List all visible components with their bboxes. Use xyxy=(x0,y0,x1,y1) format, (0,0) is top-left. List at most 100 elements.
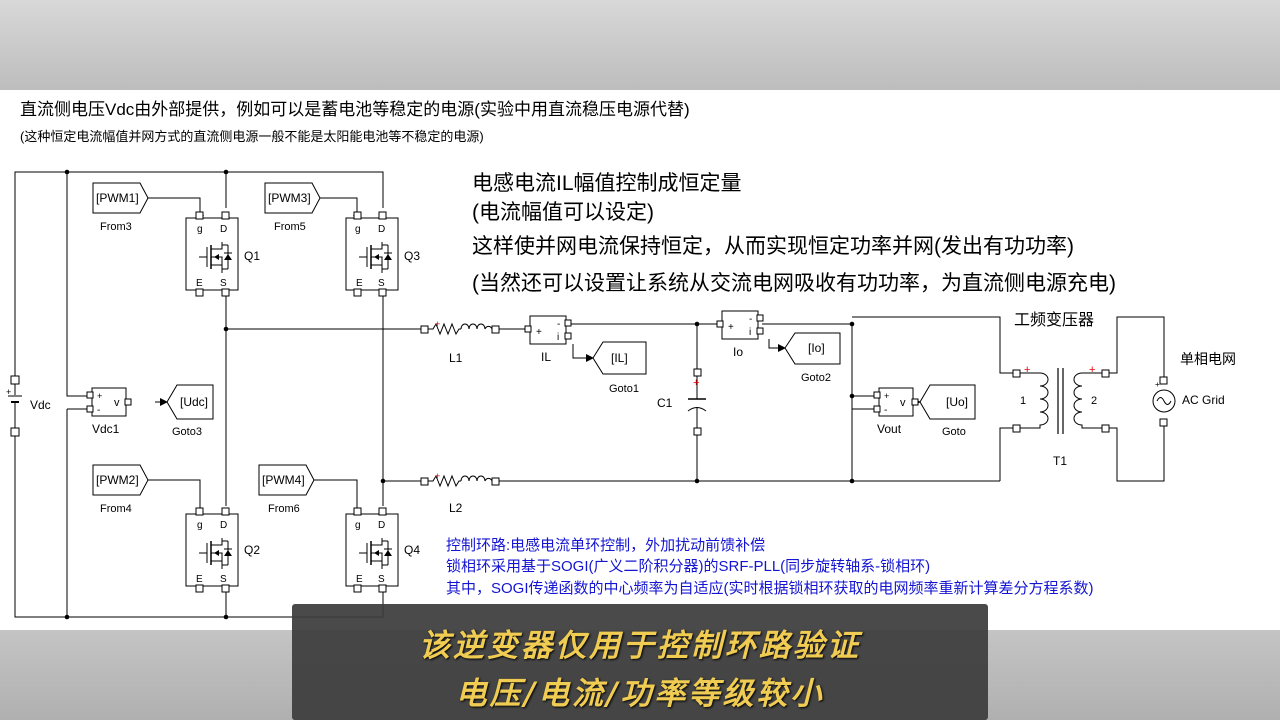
emitter-label: E xyxy=(356,278,363,289)
annotation-line-4: (当然还可以设置让系统从交流电网吸收有功功率，为直流侧电源充电) xyxy=(472,272,1116,295)
gate-label: g xyxy=(355,224,361,235)
minus-sign: - xyxy=(557,319,560,330)
minus-sign: - xyxy=(884,405,887,416)
goto-block-udc[interactable]: [Udc] Goto3 xyxy=(166,384,214,438)
winding-2-label: 2 xyxy=(1091,395,1097,407)
top-blurred-band xyxy=(0,0,1280,90)
v-sign: v xyxy=(900,397,906,409)
from-tag: [PWM1] xyxy=(96,191,139,205)
control-note-2: 锁相环采用基于SOGI(广义二阶积分器)的SRF-PLL(同步旋转轴系-锁相环) xyxy=(446,558,930,575)
from-block-pwm4[interactable]: [PWM4] From6 xyxy=(258,464,315,515)
from-name: From6 xyxy=(268,503,300,515)
ac-grid-label: AC Grid xyxy=(1182,393,1225,407)
transformer-t1[interactable]: + + 1 2 T1 xyxy=(1012,364,1110,468)
i-sign: i xyxy=(749,327,751,338)
source-label: S xyxy=(378,278,385,289)
drain-label: D xyxy=(220,224,227,235)
voltage-meter-vout[interactable]: + - v Vout xyxy=(873,387,919,436)
goto-name: Goto xyxy=(942,426,966,438)
plus-sign: + xyxy=(728,322,734,333)
mosfet-name: Q4 xyxy=(404,543,420,557)
goto-name: Goto3 xyxy=(172,426,202,438)
source-label: S xyxy=(220,278,227,289)
goto-tag: [Udc] xyxy=(180,395,208,409)
vdc-source[interactable]: + Vdc xyxy=(6,375,51,437)
transformer-title: 工频变压器 xyxy=(1014,311,1094,329)
header-line-1: 直流侧电压Vdc由外部提供，例如可以是蓄电池等稳定的电源(实验中用直流稳压电源代… xyxy=(20,100,690,119)
c1-label: C1 xyxy=(657,396,673,410)
from-tag: [PWM4] xyxy=(262,473,305,487)
from-block-pwm3[interactable]: [PWM3] From5 xyxy=(264,182,321,233)
goto-name: Goto2 xyxy=(801,372,831,384)
i-sign: i xyxy=(557,332,559,343)
minus-sign: - xyxy=(97,405,100,416)
mosfet-name: Q1 xyxy=(244,249,260,263)
vdc-label: Vdc xyxy=(30,398,51,412)
t1-label: T1 xyxy=(1053,454,1067,468)
polarity-mark: + xyxy=(1089,364,1095,376)
goto-block-io[interactable]: [Io] Goto2 xyxy=(784,332,841,384)
goto-name: Goto1 xyxy=(609,383,639,395)
vdc1-label: Vdc1 xyxy=(92,422,120,436)
goto-tag: [Io] xyxy=(808,341,825,355)
polarity-mark: + xyxy=(435,471,440,481)
io-label: Io xyxy=(733,345,743,359)
vdc-plus-sign: + xyxy=(6,387,11,397)
grid-title: 单相电网 xyxy=(1180,351,1236,367)
from-block-pwm2[interactable]: [PWM2] From4 xyxy=(92,464,149,515)
from-name: From5 xyxy=(274,221,306,233)
l2-label: L2 xyxy=(449,501,463,515)
source-label: S xyxy=(220,574,227,585)
subtitle-caption: 该逆变器仅用于控制环路验证 电压/电流/功率等级较小 xyxy=(292,604,988,720)
polarity-mark: + xyxy=(1024,364,1030,376)
from-name: From3 xyxy=(100,221,132,233)
caption-line-1: 该逆变器仅用于控制环路验证 xyxy=(419,628,861,664)
from-tag: [PWM2] xyxy=(96,473,139,487)
ac-grid-source[interactable]: + AC Grid xyxy=(1152,376,1225,427)
current-meter-io[interactable]: + - i Io xyxy=(716,310,764,359)
vout-label: Vout xyxy=(877,422,902,436)
mosfet-name: Q3 xyxy=(404,249,420,263)
l1-label: L1 xyxy=(449,351,463,365)
drain-label: D xyxy=(378,224,385,235)
gate-label: g xyxy=(355,520,361,531)
emitter-label: E xyxy=(196,278,203,289)
goto-tag: [Uo] xyxy=(946,395,968,409)
v-sign: v xyxy=(114,397,120,409)
emitter-label: E xyxy=(196,574,203,585)
source-label: S xyxy=(378,574,385,585)
goto-block-uo[interactable]: [Uo] Goto xyxy=(919,384,976,438)
polarity-mark: + xyxy=(693,377,699,389)
mosfet-q1[interactable]: g D E S Q1 xyxy=(185,211,260,297)
from-block-pwm1[interactable]: [PWM1] From3 xyxy=(92,182,149,233)
plus-sign: + xyxy=(884,391,889,401)
from-name: From4 xyxy=(100,503,132,515)
inductor-l2[interactable]: + L2 xyxy=(420,471,500,515)
drain-label: D xyxy=(220,520,227,531)
mosfet-q3[interactable]: g D E S Q3 xyxy=(345,211,420,297)
polarity-mark: + xyxy=(435,319,440,329)
plus-sign: + xyxy=(1155,380,1160,389)
mosfet-q4[interactable]: g D E S Q4 xyxy=(345,507,420,593)
gate-label: g xyxy=(197,520,203,531)
mosfet-q2[interactable]: g D E S Q2 xyxy=(185,507,260,593)
il-label: IL xyxy=(541,350,551,364)
minus-sign: - xyxy=(749,314,752,325)
gate-label: g xyxy=(197,224,203,235)
header-line-2: (这种恒定电流幅值并网方式的直流侧电源一般不能是太阳能电池等不稳定的电源) xyxy=(20,129,484,144)
voltage-meter-vdc1[interactable]: + - v Vdc1 xyxy=(86,387,132,436)
control-note-1: 控制环路:电感电流单环控制，外加扰动前馈补偿 xyxy=(446,537,765,554)
current-meter-il[interactable]: + - i IL xyxy=(524,315,572,364)
inductor-l1[interactable]: + L1 xyxy=(420,319,500,365)
capacitor-c1[interactable]: + C1 xyxy=(657,368,707,436)
goto-tag: [IL] xyxy=(611,351,628,365)
winding-1-label: 1 xyxy=(1020,395,1026,407)
goto-block-il[interactable]: [IL] Goto1 xyxy=(592,341,647,395)
from-tag: [PWM3] xyxy=(268,191,311,205)
emitter-label: E xyxy=(356,574,363,585)
annotation-line-3: 这样使并网电流保持恒定，从而实现恒定功率并网(发出有功功率) xyxy=(472,235,1074,258)
annotation-line-1: 电感电流IL幅值控制成恒定量 xyxy=(472,172,742,195)
mosfet-name: Q2 xyxy=(244,543,260,557)
